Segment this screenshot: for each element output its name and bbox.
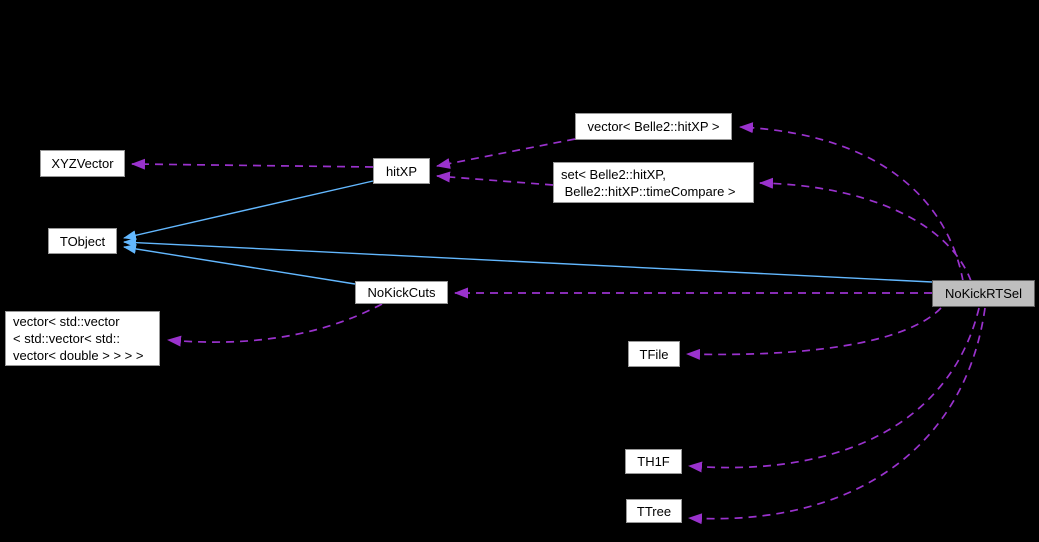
node-th1f[interactable]: TH1F xyxy=(625,449,682,474)
edge-nokickrtsel-to-tfile xyxy=(686,307,942,360)
node-nokickcuts-label: NoKickCuts xyxy=(367,285,436,300)
node-vector-hitxp-label: vector< Belle2::hitXP > xyxy=(587,119,720,134)
edge-nokickrtsel-to-set-hitxp xyxy=(759,177,972,282)
node-tfile-label: TFile xyxy=(639,346,669,362)
edge-nokickrtsel-to-vector-hitxp xyxy=(739,122,964,282)
node-hitxp[interactable]: hitXP xyxy=(373,158,430,184)
node-tobject-label: TObject xyxy=(59,233,106,249)
node-nokickcuts[interactable]: NoKickCuts xyxy=(355,281,448,304)
node-tobject[interactable]: TObject xyxy=(48,228,117,254)
node-th1f-label: TH1F xyxy=(637,454,670,469)
node-hitxp-label: hitXP xyxy=(385,163,418,179)
node-vector-double-label: vector< std::vector < std::vector< std::… xyxy=(13,314,144,363)
node-nokickrtsel: NoKickRTSel xyxy=(932,280,1035,307)
node-xyzvector-label: XYZVector xyxy=(51,156,114,171)
edge-nokickcuts-to-vector-double xyxy=(167,303,383,347)
node-ttree-label: TTree xyxy=(636,503,672,519)
node-ttree[interactable]: TTree xyxy=(626,499,682,523)
edge-hitxp-to-xyzvector xyxy=(131,158,374,170)
edge-vector-hitxp-to-hitxp xyxy=(436,138,576,169)
node-vector-double[interactable]: vector< std::vector < std::vector< std::… xyxy=(5,311,160,366)
edge-nokickrtsel-to-th1f xyxy=(688,307,980,473)
node-nokickrtsel-label: NoKickRTSel xyxy=(944,286,1023,301)
edge-hitxp-to-tobject xyxy=(123,180,374,241)
node-set-hitxp-label: set< Belle2::hitXP, Belle2::hitXP::timeC… xyxy=(561,166,736,199)
edge-nokickrtsel-to-tobject xyxy=(123,237,933,283)
node-set-hitxp[interactable]: set< Belle2::hitXP, Belle2::hitXP::timeC… xyxy=(553,162,754,203)
node-tfile[interactable]: TFile xyxy=(628,341,680,367)
edge-nokickcuts-to-tobject xyxy=(123,243,356,285)
edge-nokickrtsel-to-ttree xyxy=(688,307,986,525)
node-vector-hitxp[interactable]: vector< Belle2::hitXP > xyxy=(575,113,732,140)
node-xyzvector[interactable]: XYZVector xyxy=(40,150,125,177)
edge-set-hitxp-to-hitxp xyxy=(436,171,554,186)
